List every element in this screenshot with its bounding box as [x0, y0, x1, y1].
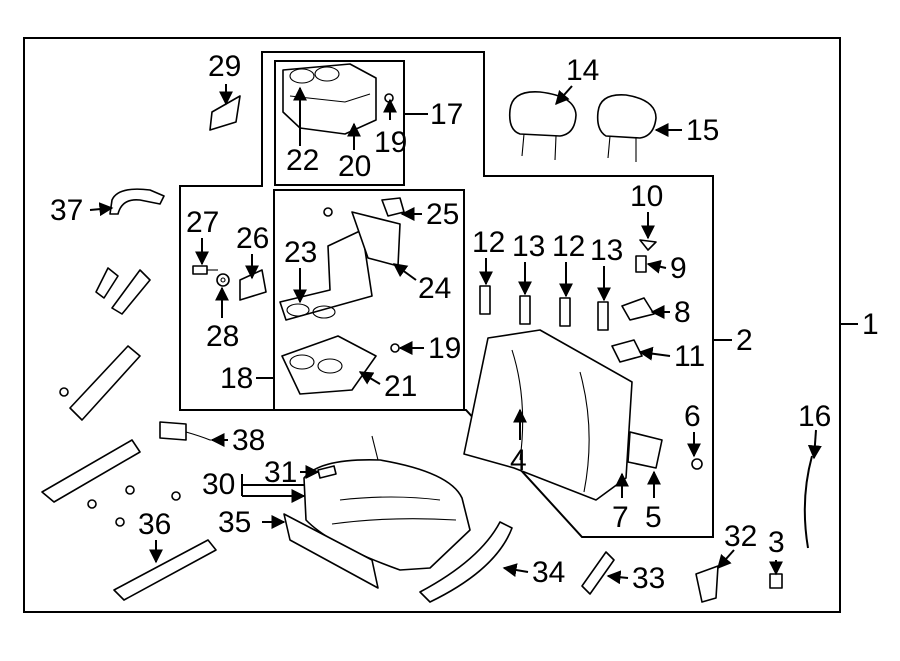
armrest-cupholder-17 — [282, 63, 377, 135]
guide-12a — [479, 285, 491, 315]
callout-11: 11 — [674, 340, 705, 373]
callout-27: 27 — [186, 206, 219, 239]
callout-7: 7 — [612, 501, 629, 534]
cover-piece-b — [111, 269, 151, 315]
callout-28: 28 — [206, 320, 239, 353]
callout-10: 10 — [630, 180, 663, 213]
trim-panel — [69, 345, 141, 421]
callout-17: 17 — [430, 98, 463, 131]
armrest-lower-18 — [281, 335, 377, 395]
callout-12a: 12 — [472, 226, 505, 259]
seat-back-assembly-outline — [179, 51, 714, 538]
callout-20: 20 — [338, 150, 371, 183]
callout-13a: 13 — [512, 230, 545, 263]
callout-9: 9 — [670, 252, 687, 285]
callout-23: 23 — [284, 236, 317, 269]
screw-small — [323, 207, 333, 217]
headrest-14 — [508, 91, 577, 161]
clips — [87, 485, 181, 527]
cover-piece-a — [95, 267, 119, 299]
bolt-27 — [192, 265, 218, 275]
callout-18: 18 — [220, 362, 253, 395]
callout-6: 6 — [684, 400, 701, 433]
callout-3: 3 — [768, 526, 785, 559]
callout-4: 4 — [510, 444, 527, 477]
callout-26: 26 — [236, 222, 269, 255]
callout-19a: 19 — [374, 126, 407, 159]
callout-29: 29 — [208, 50, 241, 83]
harness-38 — [159, 421, 224, 441]
callout-22: 22 — [286, 144, 319, 177]
bolt-small-a — [59, 387, 69, 397]
callout-32: 32 — [724, 520, 757, 553]
callout-14: 14 — [566, 54, 599, 87]
callout-5: 5 — [645, 501, 662, 534]
bracket-11 — [611, 339, 643, 363]
callout-34: 34 — [532, 556, 565, 589]
bracket-8 — [621, 297, 655, 321]
callout-25: 25 — [426, 198, 459, 231]
screw-19b — [390, 343, 400, 353]
latch-5 — [627, 431, 663, 469]
callout-2: 2 — [736, 324, 753, 357]
callout-35: 35 — [218, 506, 251, 539]
strap-37 — [109, 188, 165, 215]
guide-12b — [559, 297, 571, 327]
trim-34 — [419, 521, 513, 603]
rail-a — [41, 439, 141, 503]
seat-back-2 — [463, 329, 633, 501]
bolt-3 — [769, 573, 783, 589]
callout-19b: 19 — [428, 332, 461, 365]
callout-31: 31 — [264, 456, 297, 489]
callout-8: 8 — [674, 296, 691, 329]
trim-33 — [581, 551, 615, 595]
guide-13a — [519, 295, 531, 325]
callout-33: 33 — [632, 562, 665, 595]
callout-12b: 12 — [552, 230, 585, 263]
callout-37: 37 — [50, 194, 83, 227]
callout-16: 16 — [798, 400, 831, 433]
callout-13b: 13 — [590, 234, 623, 267]
bracket-32 — [695, 565, 719, 603]
hinge-25 — [381, 197, 405, 217]
clip-10 — [639, 239, 657, 251]
callout-30: 30 — [202, 468, 235, 501]
rail-36 — [113, 539, 217, 601]
washer-28 — [216, 273, 230, 287]
callout-38: 38 — [232, 424, 265, 457]
callout-24: 24 — [418, 272, 451, 305]
bolt-6 — [691, 458, 703, 470]
bolt-9 — [635, 255, 647, 273]
callout-21: 21 — [384, 370, 417, 403]
guide-13b — [597, 301, 609, 331]
callout-1: 1 — [862, 308, 879, 341]
frame-35 — [283, 513, 379, 589]
callout-36: 36 — [138, 508, 171, 541]
cable-16 — [803, 455, 813, 549]
armrest-upper-box — [274, 60, 405, 186]
armrest-lower-box — [273, 189, 465, 411]
headrest-15 — [596, 94, 657, 162]
callout-15: 15 — [686, 114, 719, 147]
